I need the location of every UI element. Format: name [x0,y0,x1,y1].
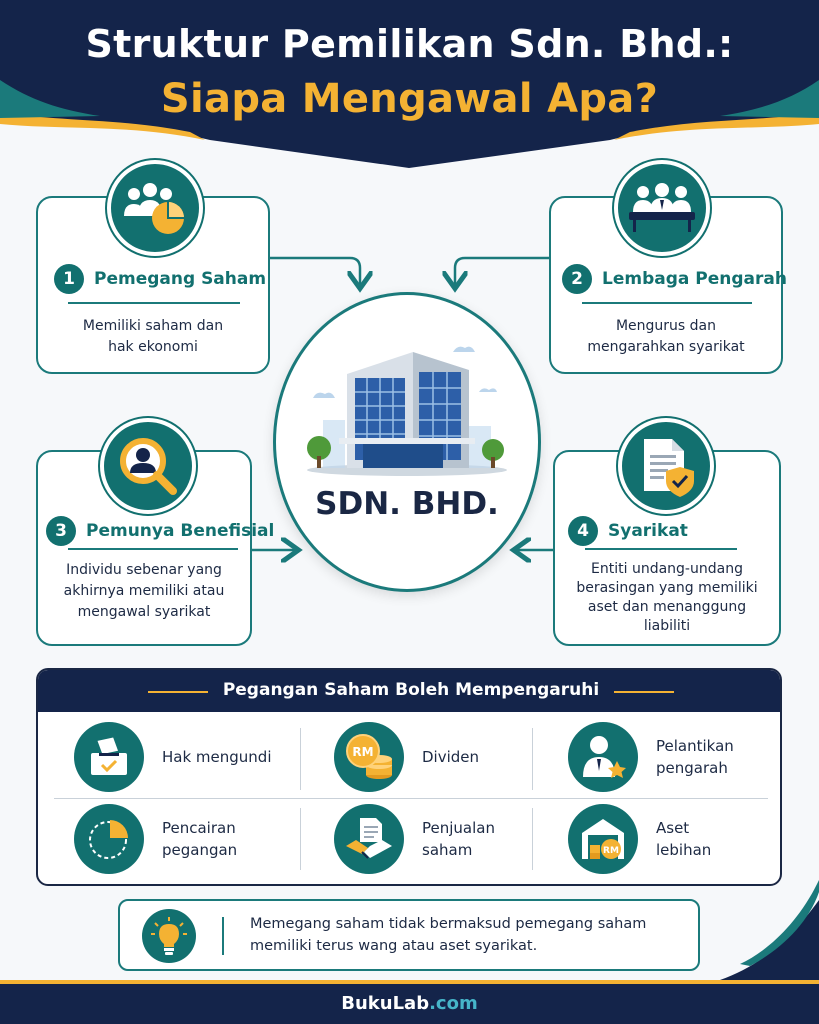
svg-text:RM: RM [603,846,619,856]
role-number: 1 [54,264,84,294]
office-building-icon [307,346,507,476]
page-title-line1: Struktur Pemilikan Sdn. Bhd.: [85,22,734,66]
role-head-company: 4 Syarikat [568,516,688,546]
svg-text:RM: RM [352,745,373,759]
role-head-shareholders: 1 Pemegang Saham [54,264,266,294]
influence-panel-title: Pegangan Saham Boleh Mempengaruhi [222,680,600,700]
header-background [0,0,819,168]
divider [532,728,533,790]
handshake-document-icon [334,804,404,874]
role-head-board: 2 Lembaga Pengarah [562,264,787,294]
divider [585,548,737,550]
document-shield-icon [618,418,714,514]
footer-accent [0,980,819,984]
pie-dilution-icon [74,804,144,874]
brand-logo[interactable]: BukuLab.com [341,993,478,1014]
arrow-board [455,256,549,286]
company-center-label: SDN. BHD. [315,486,499,522]
divider [68,548,238,550]
footer-corner-accent [720,880,819,980]
role-head-beneficial-owner: 3 Pemunya Benefisial [46,516,274,546]
role-title: Syarikat [608,521,688,541]
note-text: Memegang saham tidak bermaksud pemegang … [250,916,647,954]
magnifier-person-icon [100,418,196,514]
divider [222,917,224,955]
divider [68,302,240,304]
role-number: 3 [46,516,76,546]
header-accent-right [614,691,674,693]
influence-item-voting: Hak mengundi [74,722,272,792]
lightbulb-icon [142,909,196,963]
page-title-line2: Siapa Mengawal Apa? [160,76,659,122]
role-number: 2 [562,264,592,294]
warehouse-rm-icon: RM [568,804,638,874]
divider [300,808,301,870]
divider [300,728,301,790]
influence-label: Hak mengundi [162,748,272,766]
header: Struktur Pemilikan Sdn. Bhd.: Siapa Meng… [0,0,819,170]
header-accent-left [148,691,208,693]
shareholders-pie-icon [107,160,203,256]
influence-panel: Pegangan Saham Boleh Mempengaruhi Hak me… [36,668,782,886]
influence-label: Dividen [422,748,480,766]
person-star-icon [568,722,638,792]
role-number: 4 [568,516,598,546]
role-title: Pemunya Benefisial [86,521,275,541]
note-box: Memegang saham tidak bermaksud pemegang … [118,899,700,971]
influence-item-dividend: RM Dividen [334,722,479,792]
divider [54,798,768,799]
role-title: Pemegang Saham [94,269,267,289]
influence-panel-header: Pegangan Saham Boleh Mempengaruhi [38,670,780,712]
board-meeting-icon [614,160,710,256]
rm-coins-icon: RM [334,722,404,792]
footer [0,984,819,1024]
arrow-shareholders [270,256,360,286]
divider [532,808,533,870]
ballot-box-icon [74,722,144,792]
role-title: Lembaga Pengarah [602,269,787,289]
divider [582,302,752,304]
